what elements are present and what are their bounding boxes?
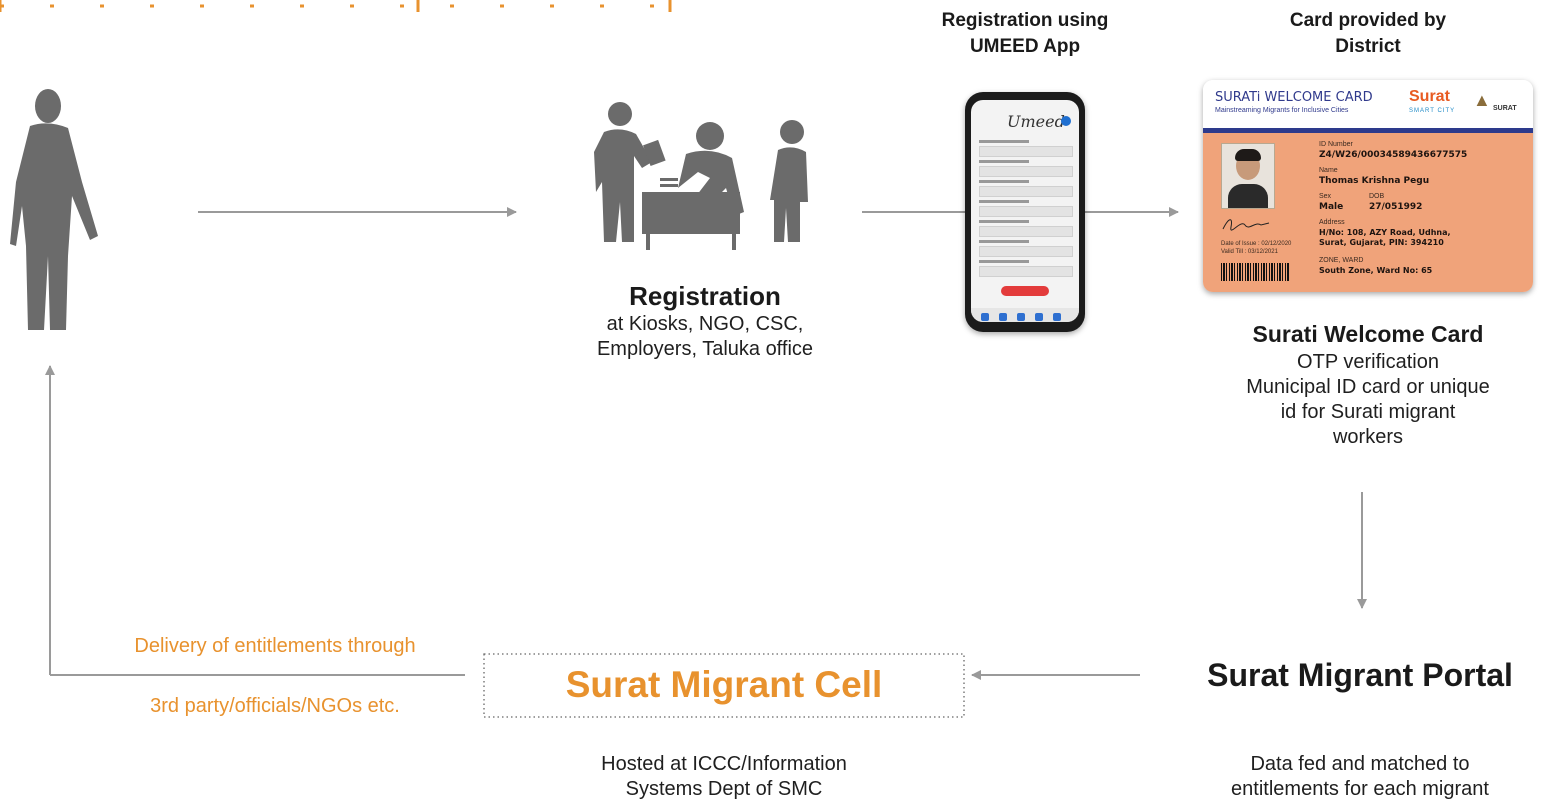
registration-desc-line2: Employers, Taluka office [596,338,814,360]
surati-welcome-card-image: SURATi WELCOME CARD Mainstreaming Migran… [1203,80,1533,292]
registration-kiosk-people-icon [594,102,808,250]
registration-title: Registration [629,281,781,311]
card-heading-line2: District [1335,36,1401,57]
card-desc-line4: workers [1332,426,1403,448]
national-emblem-icon: ▲ [1473,90,1491,110]
app-heading-line1: Registration using [941,10,1109,31]
card-desc-line1: OTP verification [1297,351,1439,373]
standing-person-icon [10,89,98,330]
card-image-title: SURATi WELCOME CARD [1215,90,1373,105]
surat-smart-city-logo: Surat [1409,88,1450,105]
card-desc-line2: Municipal ID card or unique [1246,376,1490,398]
card-desc-line3: id for Surati migrant [1280,401,1456,423]
registration-desc-line1: at Kiosks, NGO, CSC, [606,313,804,335]
migrant-cell-dotted-frame [483,653,965,718]
umeed-logo: Umeed [1007,112,1065,131]
portal-desc-line2: entitlements for each migrant [1231,778,1489,800]
barcode [1221,263,1289,281]
signature [1222,219,1270,231]
surati-welcome-card-title: Surati Welcome Card [1252,321,1484,347]
portal-desc-line1: Data fed and matched to [1250,753,1470,775]
surat-migrant-cell-title: Surat Migrant Cell [565,664,883,705]
delivery-line1: Delivery of entitlements through [134,635,416,657]
delivery-line2: 3rd party/officials/NGOs etc. [150,695,400,717]
card-image-subtitle: Mainstreaming Migrants for Inclusive Cit… [1215,107,1349,114]
cell-desc-line2: Systems Dept of SMC [625,778,823,800]
app-heading-line2: UMEED App [969,36,1081,57]
card-heading-line1: Card provided by [1289,10,1447,31]
surat-migrant-portal-title: Surat Migrant Portal [1207,657,1513,693]
cardholder-photo [1221,143,1275,209]
top-frame-remnant [0,0,680,12]
cell-desc-line1: Hosted at ICCC/Information [601,753,847,775]
smartphone-umeed-app-icon: Umeed [965,92,1085,332]
